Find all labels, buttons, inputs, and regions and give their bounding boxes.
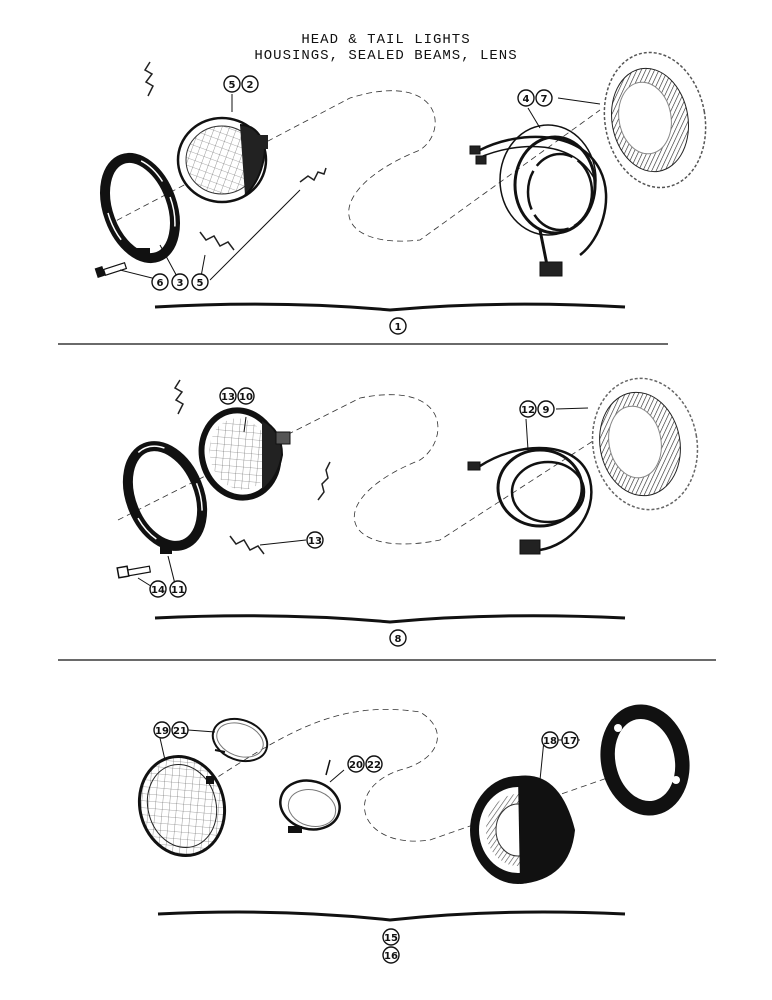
callout-badge: 20 [347, 755, 365, 773]
callout-badge: 21 [171, 721, 189, 739]
callout-badge: 18 [541, 731, 559, 749]
callout-badge: 9 [537, 400, 555, 418]
svg-text:2: 2 [247, 80, 254, 91]
svg-text:5: 5 [197, 278, 204, 289]
svg-text:17: 17 [563, 736, 577, 747]
headlight-housing-icon [603, 51, 707, 189]
svg-text:20: 20 [349, 760, 363, 771]
callout-badge: 5 [223, 75, 241, 93]
assembly-path-line [107, 90, 601, 242]
svg-text:22: 22 [367, 760, 381, 771]
svg-text:13: 13 [221, 392, 235, 403]
svg-text:6: 6 [157, 278, 164, 289]
svg-text:16: 16 [384, 951, 398, 962]
callout-badge: 6 [151, 273, 169, 291]
callout-badge: 12 [519, 400, 537, 418]
gasket-ring-icon [279, 759, 341, 833]
svg-text:1: 1 [395, 322, 402, 333]
spring-icon [173, 379, 184, 415]
headlight-housing-icon [591, 377, 699, 511]
svg-text:14: 14 [151, 585, 165, 596]
svg-text:9: 9 [543, 405, 550, 416]
retaining-ring-icon [100, 152, 180, 264]
screw-icon [116, 565, 152, 579]
callout-badge: 22 [365, 755, 383, 773]
mounting-flange-icon [600, 704, 690, 816]
tail-light-lens-icon [137, 754, 227, 858]
group-callout-badge: 16 [382, 946, 400, 964]
group-callout-badge: 15 [382, 928, 400, 946]
svg-text:7: 7 [541, 94, 548, 105]
diagram-title-line-2: HOUSINGS, SEALED BEAMS, LENS [254, 48, 518, 64]
svg-text:15: 15 [384, 933, 398, 944]
callout-badge: 19 [153, 721, 171, 739]
callout-badge: 7 [535, 89, 553, 107]
group-brace [154, 614, 626, 624]
diagram-title-line-1: HEAD & TAIL LIGHTS [301, 32, 471, 48]
svg-text:4: 4 [523, 94, 530, 105]
section-1-headlight-assembly: 5 2 4 7 6 3 5 1 [94, 51, 707, 335]
spring-icon [199, 231, 235, 251]
svg-text:18: 18 [543, 736, 557, 747]
svg-text:10: 10 [239, 392, 253, 403]
callout-badge: 14 [149, 580, 167, 598]
svg-text:19: 19 [155, 726, 169, 737]
spring-icon [229, 535, 265, 555]
callout-badge: 17 [561, 731, 579, 749]
sealed-beam-icon [176, 116, 268, 204]
svg-text:3: 3 [177, 278, 184, 289]
group-brace [157, 910, 626, 922]
callout-badge: 11 [169, 580, 187, 598]
svg-text:11: 11 [171, 585, 185, 596]
svg-text:12: 12 [521, 405, 535, 416]
screw-icon [94, 261, 128, 278]
callout-badge: 2 [241, 75, 259, 93]
svg-text:21: 21 [173, 726, 187, 737]
callout-badge: 13 [219, 387, 237, 405]
callout-badge: 3 [171, 273, 189, 291]
spring-icon [299, 167, 327, 183]
group-brace [154, 302, 626, 312]
section-3-tail-light-assembly: 19 21 20 22 18 17 15 16 [137, 704, 690, 964]
spring-icon [143, 61, 154, 97]
svg-text:13: 13 [308, 536, 322, 547]
group-callout-badge: 1 [389, 317, 407, 335]
callout-badge: 13 [306, 531, 324, 549]
assembly-path-line [117, 394, 611, 545]
retaining-ring-icon [122, 441, 208, 554]
callout-badge: 4 [517, 89, 535, 107]
wiring-harness-icon [467, 446, 593, 555]
sealed-beam-icon [198, 407, 291, 501]
tail-light-housing-icon [470, 775, 575, 884]
wiring-harness-icon [469, 124, 608, 277]
callout-badge: 10 [237, 387, 255, 405]
svg-text:5: 5 [229, 80, 236, 91]
gasket-ring-icon [211, 717, 269, 763]
group-callout-badge: 8 [389, 629, 407, 647]
svg-text:8: 8 [395, 634, 402, 645]
spring-icon [317, 461, 331, 501]
section-2-headlight-assembly: 13 10 12 9 13 14 11 8 [116, 377, 699, 647]
callout-badge: 5 [191, 273, 209, 291]
